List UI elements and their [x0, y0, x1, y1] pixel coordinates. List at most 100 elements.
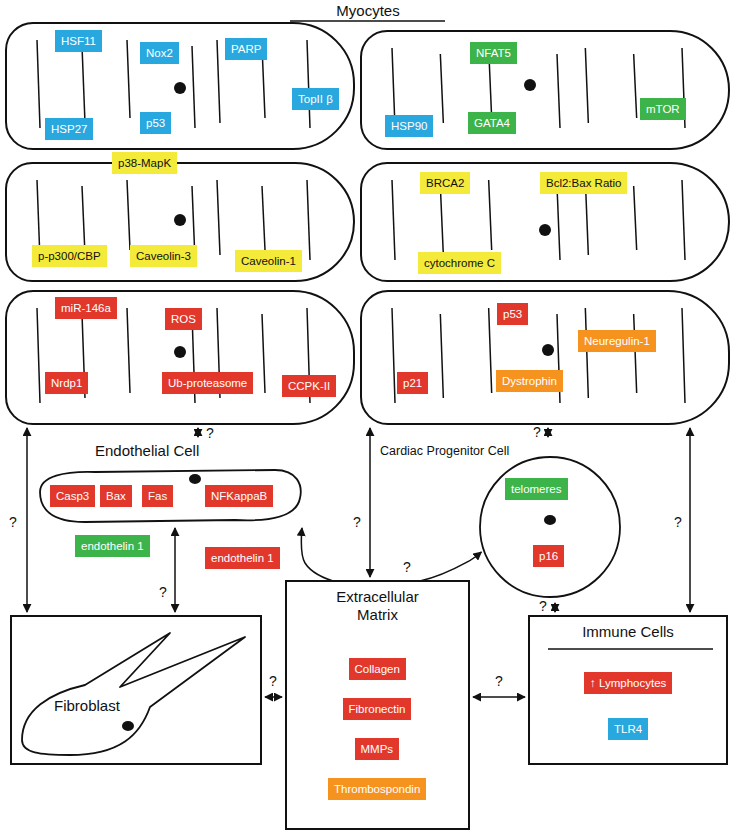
- marker-box: NFAT5: [470, 42, 517, 64]
- marker-box: Casp3: [50, 485, 95, 507]
- factor-label: Casp3: [50, 485, 95, 507]
- marker-box: Fibronectin: [343, 698, 412, 720]
- edge-label: ?: [673, 515, 683, 530]
- nucleus: [174, 346, 186, 358]
- marker-box: Collagen: [349, 658, 406, 680]
- cell-group: Immune Cells ↑ LymphocytesTLR4: [528, 615, 728, 765]
- marker-box: p-p300/CBP: [32, 245, 107, 267]
- sarcomere-line: [262, 186, 265, 250]
- marker-box: Nox2: [140, 42, 179, 64]
- factor-label: endothelin 1: [205, 547, 280, 569]
- factor-label: mTOR: [640, 98, 686, 120]
- diagram-title: Myocytes: [0, 2, 736, 20]
- marker-box: Caveolin-3: [130, 245, 197, 267]
- factor-label: ROS: [165, 308, 202, 330]
- sarcomere-line: [307, 40, 310, 128]
- factor-label: Collagen: [349, 658, 406, 680]
- cell-drawing: [360, 290, 730, 425]
- sarcomere-line: [440, 186, 443, 255]
- marker-box: p53: [497, 303, 528, 325]
- myocyte-cell: p38-MapKp-p300/CBPCaveolin-3Caveolin-1: [5, 162, 355, 282]
- connector-arrow: [554, 603, 556, 612]
- factor-label: MMPs: [355, 738, 400, 760]
- factor-label: Nox2: [140, 42, 179, 64]
- connector-arrow: [369, 428, 371, 577]
- factor-label: TopII β: [292, 88, 339, 110]
- edge-label: ?: [352, 515, 362, 530]
- cell-heading: Fibroblast: [54, 697, 302, 715]
- factor-label: GATA4: [468, 112, 516, 134]
- nucleus: [524, 79, 536, 91]
- marker-box: Caveolin-1: [235, 250, 302, 272]
- cell-group: Extracellular MatrixCollagenFibronectinM…: [285, 580, 470, 830]
- sarcomere-line: [392, 180, 395, 260]
- title-underline: [290, 20, 445, 22]
- marker-box: TopII β: [292, 88, 339, 110]
- sarcomere-line: [127, 40, 130, 118]
- factor-label: p16: [533, 545, 564, 567]
- marker-box: Ub-proteasome: [162, 372, 253, 394]
- marker-box: p16: [533, 545, 564, 567]
- factor-label: Caveolin-3: [130, 245, 197, 267]
- sarcomere-line: [262, 314, 265, 393]
- cell-group: Cardiac Progenitor Celltelomeresp16: [378, 440, 623, 600]
- marker-box: Bax: [100, 485, 132, 507]
- myocyte-cell: p53Neuregulin-1 p21 Dystrophin: [360, 290, 730, 425]
- factor-label: TLR4: [608, 718, 648, 740]
- sarcomere-line: [634, 54, 637, 118]
- edge-label: ?: [268, 674, 278, 689]
- myocyte-cell: BRCA2 Bcl2:Bax Ratio cytochrome C: [360, 162, 730, 282]
- marker-box: BRCA2: [420, 172, 470, 194]
- sarcomere-line: [307, 180, 310, 260]
- factor-label: Neuregulin-1: [578, 330, 656, 352]
- factor-label: Caveolin-1: [235, 250, 302, 272]
- factor-label: HSP90: [385, 115, 433, 137]
- edge-label: ?: [494, 674, 504, 689]
- nucleus: [174, 214, 186, 226]
- marker-box: GATA4: [468, 112, 516, 134]
- factor-label: NFAT5: [470, 42, 517, 64]
- connector-arrow: [174, 528, 176, 612]
- factor-label: CCPK-II: [282, 375, 336, 397]
- fibroblast-outline: [22, 633, 245, 755]
- connector-arrow: [265, 696, 282, 698]
- sarcomere-line: [682, 308, 685, 403]
- connector-arrow: [689, 428, 691, 612]
- nucleus: [189, 474, 201, 484]
- myocyte-cell: miR-146aROSCCPK-IINrdp1Ub-proteasome: [5, 290, 355, 425]
- marker-box: Neuregulin-1: [578, 330, 656, 352]
- edge-label: ?: [532, 425, 542, 440]
- factor-label: HSP27: [45, 118, 93, 140]
- connector-arrow: [301, 528, 481, 586]
- marker-box: ROS: [165, 308, 202, 330]
- edge-label: ?: [8, 515, 18, 530]
- sarcomere-line: [557, 54, 560, 128]
- nucleus: [544, 515, 556, 525]
- factor-label: BRCA2: [420, 172, 470, 194]
- factor-label: cytochrome C: [418, 252, 501, 274]
- edge-label: ?: [402, 560, 412, 575]
- edge-label: ?: [538, 599, 548, 614]
- marker-box: CCPK-II: [282, 375, 336, 397]
- marker-box: NFKappaB: [205, 485, 273, 507]
- factor-label: Thrombospondin: [328, 778, 426, 800]
- factor-label: Bcl2:Bax Ratio: [540, 172, 627, 194]
- cell-group: Endothelial CellCasp3BaxFasNFKappaB: [35, 440, 305, 525]
- sarcomere-line: [585, 308, 588, 398]
- myocyte-cell: NFAT5HSP90 GATA4 mTOR: [360, 30, 730, 150]
- factor-label: HSF11: [55, 30, 102, 52]
- marker-box: Dystrophin: [496, 370, 563, 392]
- marker-box: ↑ Lymphocytes: [584, 672, 672, 694]
- marker-box: cytochrome C: [418, 252, 501, 274]
- marker-box: endothelin 1: [205, 547, 280, 569]
- factor-label: Bax: [100, 485, 132, 507]
- edge-label: ?: [158, 585, 168, 600]
- factor-label: endothelin 1: [75, 535, 150, 557]
- sarcomere-line: [127, 308, 130, 393]
- marker-box: Thrombospondin: [328, 778, 426, 800]
- factor-label: p21: [397, 372, 428, 394]
- sarcomere-line: [217, 180, 220, 255]
- cell-heading: Immune Cells: [530, 623, 726, 641]
- sarcomere-line: [489, 308, 492, 393]
- sarcomere-line: [392, 308, 395, 403]
